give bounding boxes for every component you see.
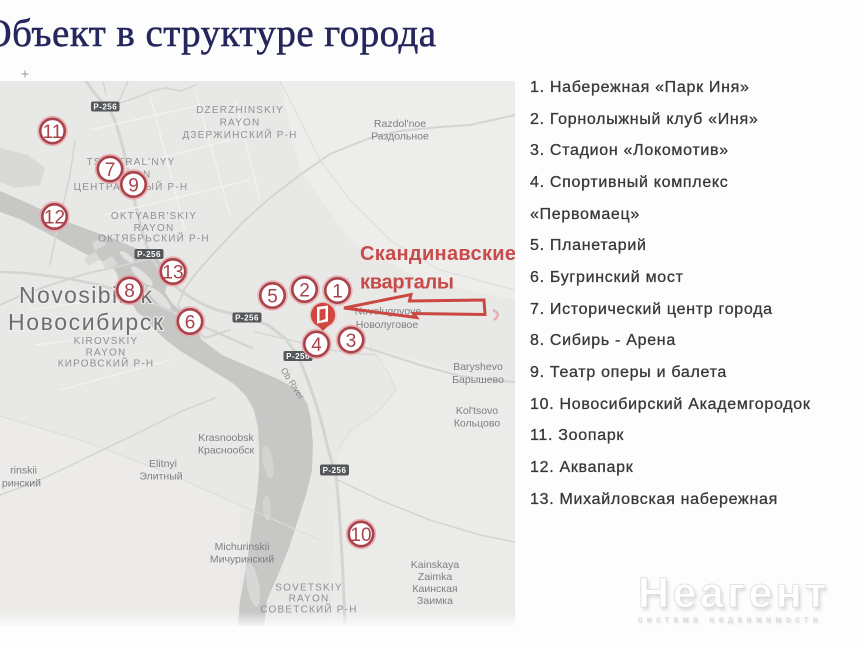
svg-text:3: 3 [346,331,357,352]
svg-text:ринский: ринский [2,478,41,490]
svg-text:1: 1 [332,281,343,302]
svg-text:ОКТЯБРЬСКИЙ Р-Н: ОКТЯБРЬСКИЙ Р-Н [98,232,210,245]
svg-text:4: 4 [311,335,322,356]
svg-text:Р-256: Р-256 [323,466,347,475]
svg-text:12: 12 [44,207,65,228]
svg-text:Элитный: Элитный [139,471,182,483]
svg-text:Кольцово: Кольцово [454,418,501,430]
svg-text:8: 8 [124,281,135,302]
svg-text:6: 6 [185,312,196,333]
svg-text:Kol'tsovo: Kol'tsovo [456,405,498,417]
svg-text:Новолуговое: Новолуговое [356,319,419,331]
svg-text:Р-256: Р-256 [235,314,259,323]
svg-text:Razdol'noe: Razdol'noe [374,118,426,130]
svg-text:Раздольное: Раздольное [371,131,429,143]
svg-text:КИРОВСКИЙ Р-Н: КИРОВСКИЙ Р-Н [58,357,155,370]
svg-text:rinskii: rinskii [10,465,37,477]
svg-text:Michurinskii: Michurinskii [215,541,270,553]
svg-text:RAYON: RAYON [289,594,330,605]
svg-text:Каинская: Каинская [412,583,457,595]
svg-text:Baryshevo: Baryshevo [453,361,503,373]
svg-text:Krasnoobsk: Krasnoobsk [198,432,254,444]
svg-text:ДЗЕРЖИНСКИЙ Р-Н: ДЗЕРЖИНСКИЙ Р-Н [182,128,297,141]
svg-text:2: 2 [299,280,310,301]
svg-text:Мичуринский: Мичуринский [210,554,274,566]
svg-text:Скандинавские: Скандинавские [360,243,515,265]
svg-text:DZERZHINSKIY: DZERZHINSKIY [196,105,284,116]
svg-text:TSENTRAL'NYY: TSENTRAL'NYY [86,157,175,168]
svg-text:7: 7 [105,160,116,181]
svg-text:Краснообск: Краснообск [198,445,255,457]
svg-text:RAYON: RAYON [220,118,261,129]
svg-text:Р-256: Р-256 [93,103,117,112]
svg-text:9: 9 [128,175,139,196]
svg-text:11: 11 [43,122,63,143]
svg-text:KIROVSKIY: KIROVSKIY [74,336,139,347]
svg-text:RAYON: RAYON [134,223,175,234]
svg-text:Zaimka: Zaimka [418,571,453,583]
svg-text:10: 10 [350,525,371,546]
svg-text:Р-256: Р-256 [286,352,310,361]
svg-text:Заимка: Заимка [417,595,453,607]
svg-text:Kainskaya: Kainskaya [411,559,460,571]
svg-text:кварталы: кварталы [360,271,454,293]
svg-text:5: 5 [267,286,278,307]
svg-text:OKTYABR'SKIY: OKTYABR'SKIY [111,211,197,222]
svg-text:13: 13 [162,262,183,283]
svg-text:Р-256: Р-256 [137,250,161,259]
svg-text:SOVETSKIY: SOVETSKIY [275,583,343,594]
svg-text:RAYON: RAYON [86,348,127,359]
svg-text:Новосибирск: Новосибирск [8,309,164,335]
svg-text:Elitnyi: Elitnyi [149,458,177,470]
svg-text:Барышево: Барышево [452,374,504,386]
